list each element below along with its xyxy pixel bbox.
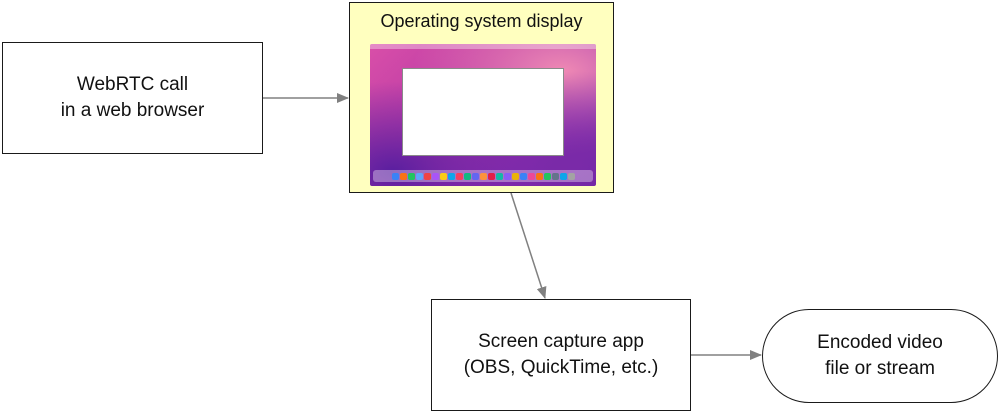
encoded-line-1: Encoded video	[817, 332, 943, 353]
capture-line-1: Screen capture app	[478, 331, 644, 352]
dock-app-icon	[415, 172, 423, 180]
dock-app-icon	[455, 172, 463, 180]
webrtc-line-1: WebRTC call	[76, 74, 189, 95]
dock-app-icon	[439, 172, 447, 180]
dock-app-icon	[559, 172, 567, 180]
app-window	[402, 68, 564, 156]
screen-capture-node: Screen capture app (OBS, QuickTime, etc.…	[431, 299, 691, 411]
capture-line-2: (OBS, QuickTime, etc.)	[463, 357, 659, 378]
dock-app-icon	[423, 172, 431, 180]
dock-app-icon	[391, 172, 399, 180]
dock-app-icon	[479, 172, 487, 180]
dock-app-icon	[431, 172, 439, 180]
dock-app-icon	[471, 172, 479, 180]
dock-app-icon	[447, 172, 455, 180]
dock-app-icon	[519, 172, 527, 180]
encoded-line-2: file or stream	[825, 358, 935, 379]
arrow-os-to-capture	[510, 192, 547, 299]
desktop-screenshot	[370, 44, 596, 186]
os-display-title: Operating system display	[380, 11, 583, 31]
dock-app-icon	[567, 172, 575, 180]
dock-app-icon	[543, 172, 551, 180]
dock	[373, 170, 593, 182]
webrtc-call-node: WebRTC call in a web browser	[2, 42, 263, 154]
dock-app-icon	[551, 172, 559, 180]
os-display-node: Operating system display	[349, 2, 614, 193]
dock-app-icon	[503, 172, 511, 180]
dock-app-icon	[511, 172, 519, 180]
dock-app-icon	[463, 172, 471, 180]
dock-app-icon	[535, 172, 543, 180]
dock-app-icon	[495, 172, 503, 180]
menu-bar	[370, 44, 596, 49]
dock-app-icon	[407, 172, 415, 180]
dock-app-icon	[487, 172, 495, 180]
dock-app-icon	[399, 172, 407, 180]
dock-app-icon	[527, 172, 535, 180]
webrtc-line-2: in a web browser	[60, 100, 205, 121]
encoded-video-node: Encoded video file or stream	[762, 309, 998, 403]
